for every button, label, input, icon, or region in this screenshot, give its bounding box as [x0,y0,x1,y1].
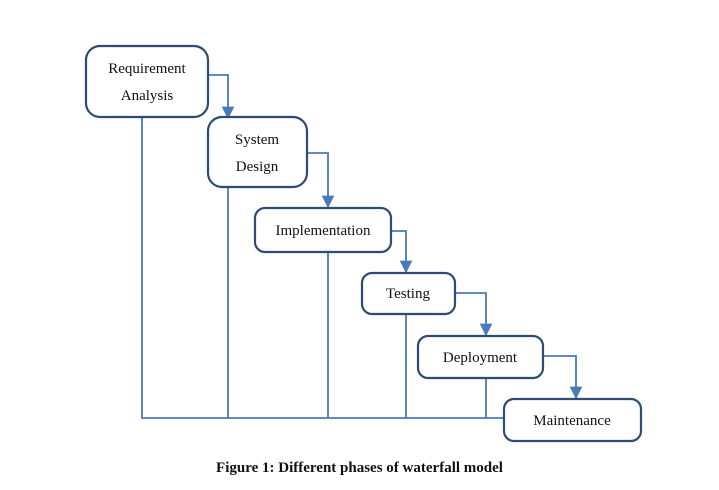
arrow-requirement-to-design [208,74,235,120]
phase-requirement-analysis: Requirement Analysis [84,44,210,119]
phase-label-line: Requirement [108,61,186,77]
phase-label-line: Analysis [121,88,174,104]
flow-arrows [208,74,583,400]
phase-implementation: Implementation [253,206,393,254]
phase-system-design: System Design [206,115,309,189]
phase-label-line: Implementation [276,223,371,239]
phase-label-line: Maintenance [533,413,611,429]
phase-label-line: System [235,132,280,148]
arrow-deployment-to-maintenance [543,355,583,400]
feedback-line-requirement [141,117,504,419]
phase-label-line: Testing [386,286,430,302]
phase-label-line: Design [236,159,279,175]
phase-testing: Testing [360,271,457,316]
phase-deployment: Deployment [416,334,545,380]
feedback-lines [141,117,504,419]
phase-maintenance: Maintenance [502,397,643,443]
arrow-design-to-implementation [307,152,335,209]
figure-caption: Figure 1: Different phases of waterfall … [216,460,503,476]
arrow-implementation-to-testing [391,230,413,274]
arrow-testing-to-deployment [455,292,493,337]
phase-label-line: Deployment [443,350,518,366]
